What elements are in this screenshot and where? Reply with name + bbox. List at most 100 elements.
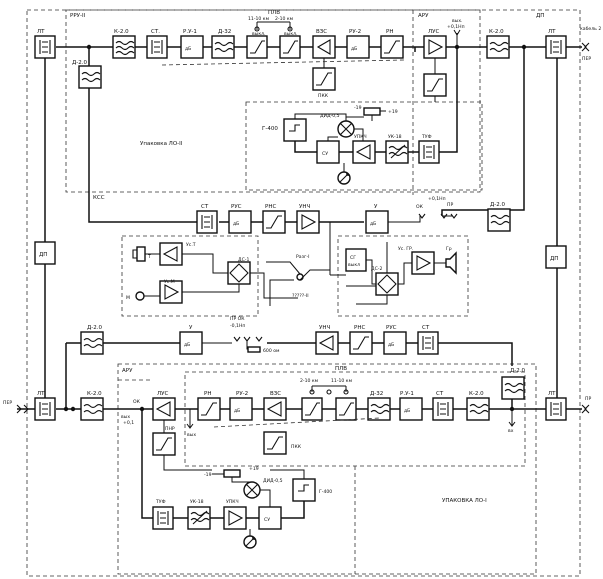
block-rus-mid: дБ РУС xyxy=(228,204,252,234)
block-d32-bottom: Д-32 xyxy=(367,391,391,421)
svg-text:ДС-1: ДС-1 xyxy=(238,257,249,263)
block-usgr: Ус. ГР. xyxy=(398,246,435,275)
block-d20-left: Д-2.0 xyxy=(80,325,104,355)
microphone-m: М xyxy=(126,291,145,301)
label-aru-bottom: АРУ xyxy=(122,368,133,374)
label-right-bottom: ПР xyxy=(585,396,591,402)
label-aru-top: АРУ xyxy=(418,13,429,19)
region-operator-left xyxy=(121,235,259,317)
block-ds2: ДС-2 xyxy=(371,266,399,296)
motor-top xyxy=(337,171,351,185)
block-sg: СГ выкл xyxy=(345,248,367,272)
label-pr-ok-mid: ПР ОК xyxy=(230,316,245,322)
block-plv-bottom-1 xyxy=(301,397,323,421)
block-lus-bottom: ЛУС xyxy=(152,391,176,421)
svg-text:СТ: СТ xyxy=(422,325,430,331)
block-rus-bottom: дБ РУС xyxy=(383,325,407,355)
label-upakovka1: УПАКОВКА ЛО-I xyxy=(442,498,487,504)
block-plv-top-1 xyxy=(246,35,268,59)
svg-text:ЛУС: ЛУС xyxy=(157,391,168,397)
svg-text:Д-2.0: Д-2.0 xyxy=(490,202,506,208)
block-lt-bottom-left: ЛТ xyxy=(34,391,56,421)
svg-text:ПКК: ПКК xyxy=(291,444,302,450)
block-unch-bottom: УНЧ xyxy=(315,325,339,355)
svg-text:Разг-I: Разг-I xyxy=(296,254,309,260)
speaker-gr: Гр xyxy=(445,246,457,275)
svg-text:К-2.0: К-2.0 xyxy=(114,29,129,35)
label-vykh: вых xyxy=(187,433,196,438)
label-mid-np: +0,1Нп xyxy=(428,196,446,202)
svg-text:РНС: РНС xyxy=(265,204,276,210)
svg-text:УК-18: УК-18 xyxy=(388,134,402,140)
svg-text:М: М xyxy=(126,295,130,301)
svg-text:Д-32: Д-32 xyxy=(218,29,231,35)
svg-text:СТ: СТ xyxy=(201,204,209,210)
svg-text:дБ: дБ xyxy=(370,221,376,227)
svg-text:УПКЧ: УПКЧ xyxy=(226,499,239,505)
block-g400-bottom: Г-400 xyxy=(292,478,332,502)
region-rru2 xyxy=(65,9,481,193)
label-dp-top: ДП xyxy=(536,13,544,19)
svg-text:дБ: дБ xyxy=(185,46,191,52)
svg-text:Р.У-1: Р.У-1 xyxy=(400,391,414,397)
svg-text:У: У xyxy=(189,325,193,331)
block-u-mid: дБ У xyxy=(365,204,389,234)
svg-text:ТУФ: ТУФ xyxy=(155,499,166,505)
label-np-mid: -0,1Нп xyxy=(230,323,245,329)
svg-text:дБ: дБ xyxy=(404,408,410,414)
svg-text:ЛТ: ЛТ xyxy=(548,29,556,35)
block-plv-bottom-2 xyxy=(335,397,357,421)
svg-text:РН: РН xyxy=(386,29,393,35)
svg-text:РУС: РУС xyxy=(386,325,397,331)
block-vzs-bottom: ВЗС xyxy=(263,391,287,421)
svg-text:дБ: дБ xyxy=(388,342,394,348)
block-d20-right: Д-2.0 xyxy=(487,202,511,232)
svg-text:Д-2.0: Д-2.0 xyxy=(72,60,88,66)
block-st-bottom-2: СТ xyxy=(432,391,454,421)
svg-text:ЛТ: ЛТ xyxy=(548,391,556,397)
svg-text:К-2.0: К-2.0 xyxy=(469,391,484,397)
region-lo1 xyxy=(117,363,537,575)
block-ukh-bottom: УК-18 xyxy=(187,499,211,530)
label-km-bottom-1: 2-10 км xyxy=(300,378,319,384)
label-rru2: РРУ-II xyxy=(70,13,86,19)
block-lt-top-right: ЛТ xyxy=(545,29,567,59)
block-pkk-bottom: ПКК xyxy=(263,431,302,455)
block-su-top: СУ xyxy=(316,140,340,164)
block-st-bottom: СТ xyxy=(417,325,439,355)
label-left-in: ПЕР xyxy=(3,400,12,406)
label-vykl-top-1: выкл. xyxy=(252,32,266,37)
svg-text:дБ: дБ xyxy=(233,221,239,227)
resistor-600: 600 ом xyxy=(247,346,280,354)
svg-text:?????-II: ?????-II xyxy=(292,293,309,299)
label-top-meas: вых. xyxy=(452,19,463,24)
svg-text:УНЧ: УНЧ xyxy=(319,325,330,331)
block-uchm: Ус.М xyxy=(159,279,183,304)
svg-text:Р.У-1: Р.У-1 xyxy=(183,29,197,35)
svg-text:СГ: СГ xyxy=(350,255,356,261)
block-pnp-bottom: ПНР xyxy=(152,426,176,456)
svg-text:СТ.: СТ. xyxy=(151,29,160,35)
label-bot-meas-np: +0,1 xyxy=(123,420,134,426)
block-lt-bottom-right: ЛТ xyxy=(545,391,567,421)
block-g400-top: Г-400 xyxy=(262,118,307,142)
svg-text:Г-400: Г-400 xyxy=(262,126,278,132)
label-km-bottom-2: 11-10 км xyxy=(331,378,353,384)
svg-text:У: У xyxy=(374,204,378,210)
label-plv-bottom: ПЛВ xyxy=(335,366,347,372)
block-ru2-top: дБ РУ-2 xyxy=(346,29,370,59)
block-ru1-top: дБ Р.У-1 xyxy=(180,29,204,59)
block-lus-top-ctrl xyxy=(423,73,447,97)
svg-text:РУ-2: РУ-2 xyxy=(236,391,248,397)
outer-frame xyxy=(26,9,581,577)
block-su-bottom: СУ xyxy=(258,506,282,530)
block-ru2-bottom: дБ РУ-2 xyxy=(229,391,253,421)
label-p19-top: +19 xyxy=(388,109,398,115)
motor-bottom xyxy=(243,535,257,549)
svg-text:Ус.Т: Ус.Т xyxy=(186,242,196,248)
svg-text:ЛТ: ЛТ xyxy=(37,29,45,35)
block-did-bottom: ДИД-0,5 xyxy=(243,478,283,499)
block-d20-top: Д-2.0 xyxy=(72,60,102,89)
svg-text:ПКК: ПКК xyxy=(318,93,329,99)
